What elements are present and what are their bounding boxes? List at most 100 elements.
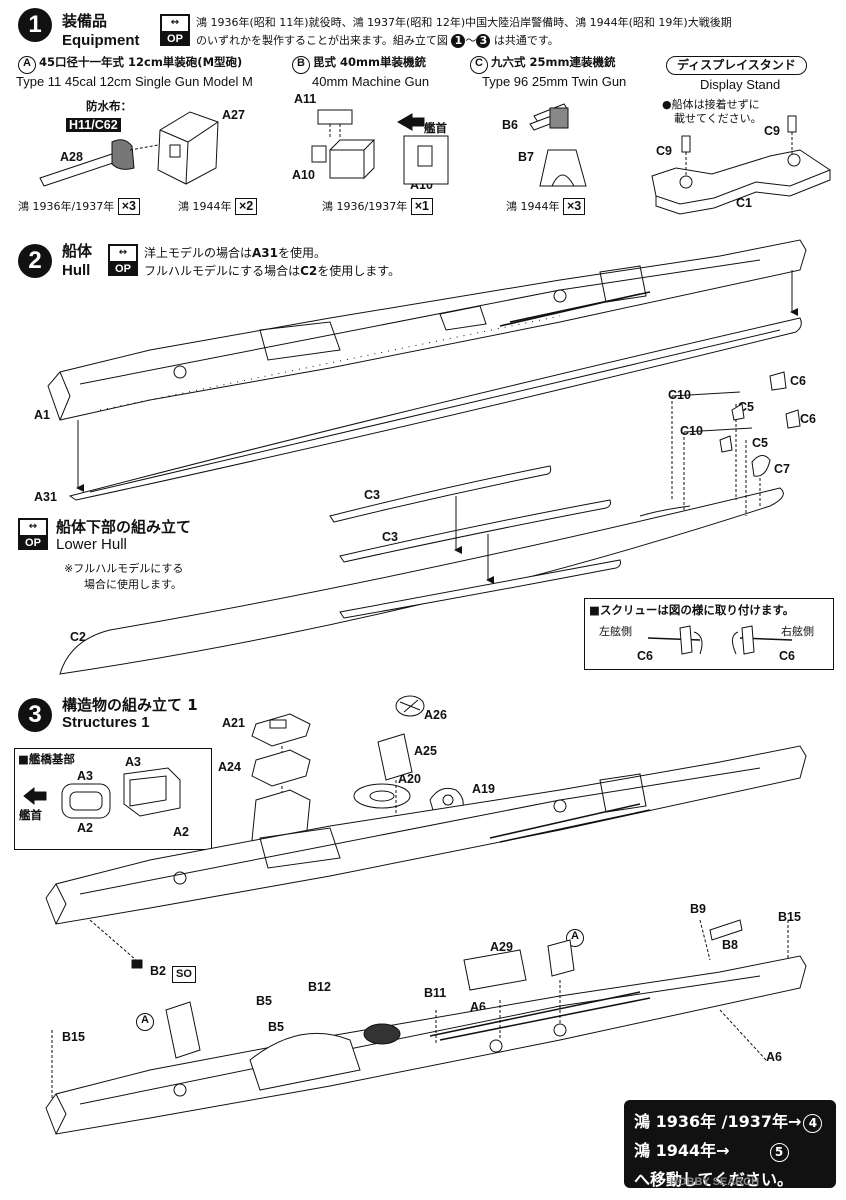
part-b6: B6 bbox=[502, 118, 518, 132]
part-b5-lower: B5 bbox=[268, 1020, 284, 1034]
qty-a1-label: 鴻 1936年/1937年 bbox=[18, 200, 115, 213]
step1-ref-1: 1 bbox=[451, 34, 466, 48]
part-b8: B8 bbox=[722, 938, 738, 952]
part-a25: A25 bbox=[414, 744, 437, 758]
part-b15-left: B15 bbox=[62, 1030, 85, 1044]
part-a27: A27 bbox=[222, 108, 245, 122]
part-c3-lower: C3 bbox=[382, 530, 398, 544]
part-c1: C1 bbox=[736, 196, 752, 210]
op-label: OP bbox=[110, 262, 136, 276]
twin-gun-c bbox=[529, 103, 587, 187]
nav-step5: 5 bbox=[769, 1143, 789, 1162]
lower-note2: 場合に使用します。 bbox=[84, 578, 182, 591]
nav-line2-text: 鴻 1944年→ bbox=[634, 1141, 730, 1160]
lower-title-en: Lower Hull bbox=[56, 536, 127, 553]
part-b9: B9 bbox=[690, 902, 706, 916]
part-a3-right: A3 bbox=[125, 755, 141, 769]
step1-title-en: Equipment bbox=[62, 32, 140, 49]
part-c7: C7 bbox=[774, 462, 790, 476]
so-badge: SO bbox=[172, 962, 196, 983]
op-badge-step2: ↔ OP bbox=[108, 244, 138, 276]
op-badge-lower: ↔ OP bbox=[18, 518, 48, 550]
screw-title: ■スクリューは図の様に取り付けます。 bbox=[589, 603, 795, 617]
step2-note1-pre: 洋上モデルの場合は bbox=[144, 246, 253, 260]
part-a6-left: A6 bbox=[470, 1000, 486, 1014]
lower-title-jp: 船体下部の組み立て bbox=[56, 518, 192, 536]
step1-number: 1 bbox=[18, 8, 52, 42]
step2-note-line2: フルハルモデルにする場合はC2を使用します。 bbox=[144, 262, 400, 279]
part-a2-left: A2 bbox=[77, 821, 93, 835]
bow-label-b: 艦首 bbox=[424, 121, 447, 135]
ref-a-lower: A bbox=[136, 1008, 157, 1031]
part-b7: B7 bbox=[518, 150, 534, 164]
part-a26: A26 bbox=[424, 708, 447, 722]
part-c6-starboard: C6 bbox=[779, 649, 795, 663]
nav-line3: へ移動してください。 bbox=[634, 1170, 794, 1189]
bridge-inset: ■艦橋基部 艦首 A3 A3 A2 A2 bbox=[14, 748, 212, 850]
part-a11: A11 bbox=[294, 92, 317, 106]
part-c5-upper: C5 bbox=[738, 400, 754, 414]
part-a10-right: A10 bbox=[410, 178, 433, 192]
qty-a1: 鴻 1936年/1937年 ×3 bbox=[18, 198, 140, 215]
screw-inset: ■スクリューは図の様に取り付けます。 左舷側 右舷側 C6 C6 bbox=[584, 598, 834, 670]
next-step-note: 鴻 1936年 /1937年→4 鴻 1944年→5 へ移動してください。 bbox=[624, 1100, 836, 1189]
op-label: OP bbox=[20, 536, 46, 550]
part-c5-lower: C5 bbox=[752, 436, 768, 450]
section-a-letter: A bbox=[18, 56, 36, 74]
ref-a-upper-letter: A bbox=[566, 929, 584, 947]
step2-note1-part: A31 bbox=[252, 246, 279, 260]
qty-a2-value: ×2 bbox=[235, 198, 258, 215]
qty-b: 鴻 1936/1937年 ×1 bbox=[322, 198, 433, 215]
part-c10-upper: C10 bbox=[668, 388, 691, 402]
part-b5-upper: B5 bbox=[256, 994, 272, 1008]
part-c6-port: C6 bbox=[637, 649, 653, 663]
op-arrow-icon: ↔ bbox=[110, 246, 136, 262]
step3-number: 3 bbox=[18, 698, 52, 732]
step2-note2-part: C2 bbox=[300, 264, 318, 278]
part-b15-right: B15 bbox=[778, 910, 801, 924]
section-c-title-en: Type 96 25mm Twin Gun bbox=[482, 74, 627, 89]
part-c3-upper: C3 bbox=[364, 488, 380, 502]
waterproof-label: 防水布： bbox=[86, 99, 132, 113]
step1-tilde: ～ bbox=[465, 34, 477, 47]
part-a10-left: A10 bbox=[292, 168, 315, 182]
nav-line2: 鴻 1944年→ 5 bbox=[624, 1137, 836, 1162]
part-a21: A21 bbox=[222, 716, 245, 730]
part-c9-right: C9 bbox=[764, 124, 780, 138]
step1-ref-3: 3 bbox=[476, 34, 491, 48]
lower-note1: ※フルハルモデルにする bbox=[64, 562, 184, 575]
qty-a2: 鴻 1944年 ×2 bbox=[178, 198, 258, 215]
step2-title-jp: 船体 bbox=[62, 242, 93, 260]
section-d-title-jp: ディスプレイスタンド bbox=[666, 56, 807, 75]
part-c10-lower: C10 bbox=[680, 424, 703, 438]
bridge-title: ■艦橋基部 bbox=[18, 752, 75, 766]
part-c2: C2 bbox=[70, 630, 86, 644]
op-arrow-icon: ↔ bbox=[20, 520, 46, 536]
step2-note2-pre: フルハルモデルにする場合は bbox=[144, 264, 301, 278]
step1-title-jp: 装備品 bbox=[62, 12, 108, 30]
part-b2: B2 bbox=[150, 964, 166, 978]
part-b12: B12 bbox=[308, 980, 331, 994]
so-label: SO bbox=[172, 966, 196, 983]
qty-c: 鴻 1944年 ×3 bbox=[506, 198, 586, 215]
part-a24: A24 bbox=[218, 760, 241, 774]
step2-note1-post: を使用。 bbox=[278, 246, 327, 260]
section-d-title-en: Display Stand bbox=[700, 77, 781, 92]
section-b-title-en: 40mm Machine Gun bbox=[312, 74, 430, 89]
section-b-letter: B bbox=[292, 56, 310, 74]
step3-title-en: Structures 1 bbox=[62, 714, 150, 731]
gun-barrel-a28 bbox=[39, 139, 159, 187]
step1-note-text: のいずれかを製作することが出来ます。組み立て図 bbox=[196, 34, 448, 47]
qty-b-value: ×1 bbox=[410, 198, 433, 215]
stand-note2: 載せてください。 bbox=[674, 112, 762, 125]
ref-a-upper: A bbox=[566, 924, 587, 947]
step2-note2-post: を使用します。 bbox=[317, 264, 401, 278]
step2-title-en: Hull bbox=[62, 262, 91, 279]
step1-note-text-end: は共通です。 bbox=[493, 34, 559, 47]
nav-line1-text: 鴻 1936年 /1937年→ bbox=[634, 1112, 802, 1131]
qty-c-value: ×3 bbox=[563, 198, 586, 215]
bridge-bow: 艦首 bbox=[19, 808, 42, 822]
